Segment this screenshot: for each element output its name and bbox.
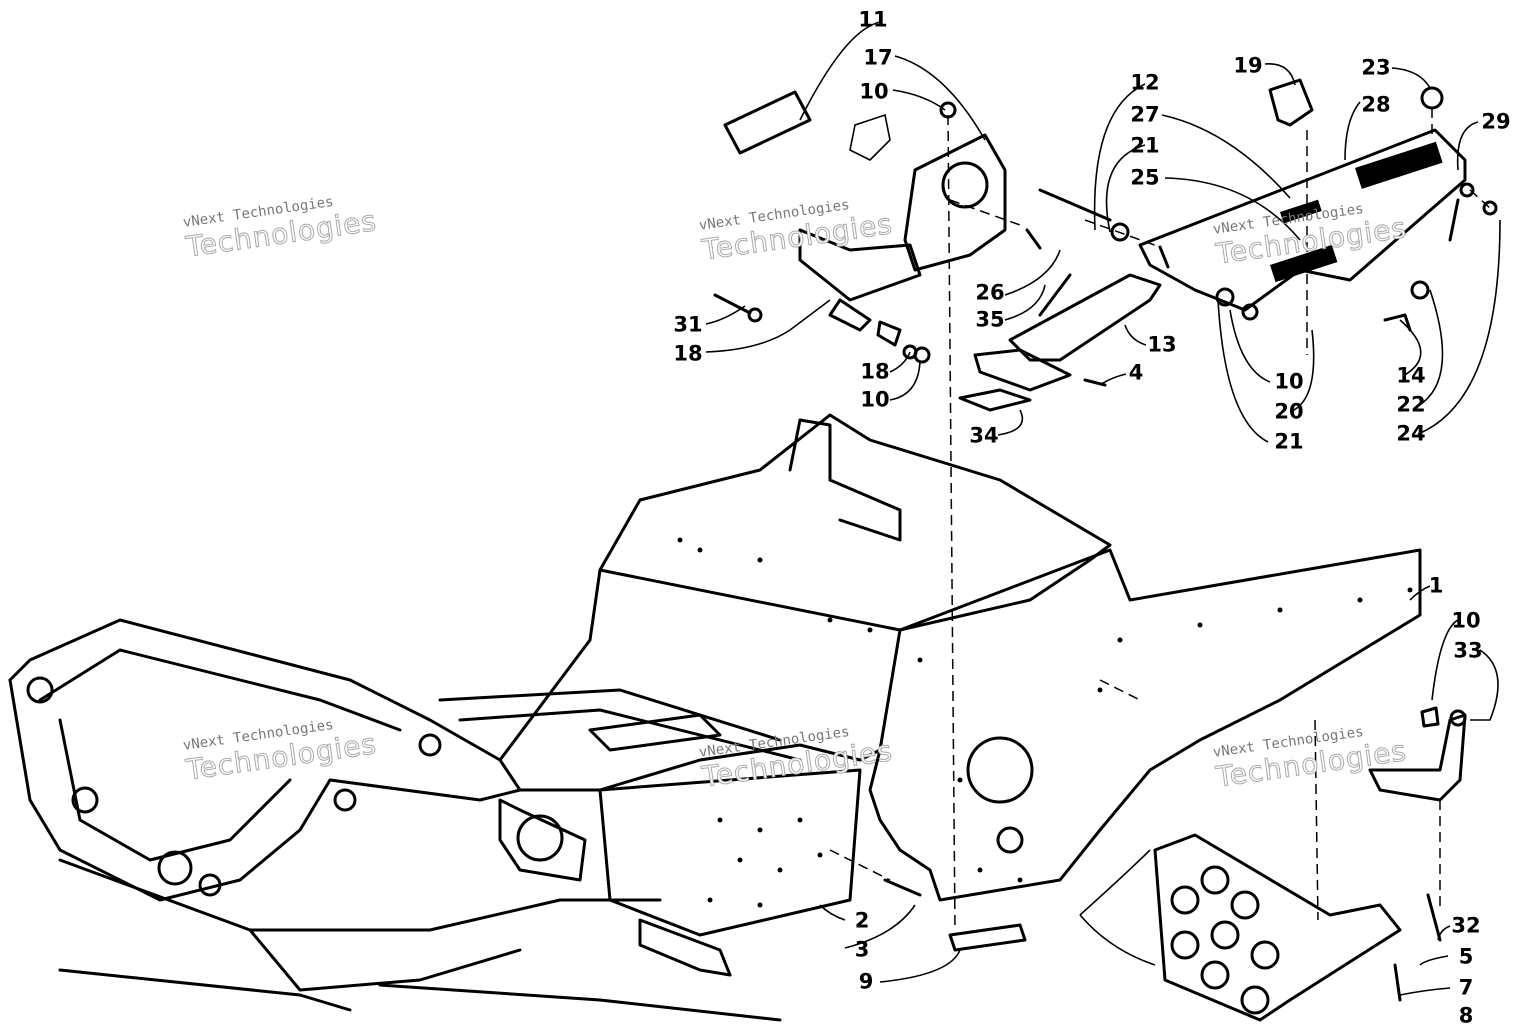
callout-28: 28 (1361, 92, 1391, 117)
bracket (958, 273, 1162, 412)
callout-31: 31 (673, 312, 703, 337)
chassis-frame (8, 413, 1422, 1022)
callout-35: 35 (975, 307, 1005, 332)
leader-lines (705, 21, 1501, 996)
callout-13: 13 (1147, 332, 1177, 357)
callout-23: 23 (1361, 55, 1391, 80)
crank-handle (1368, 706, 1467, 802)
callout-1: 1 (1428, 573, 1444, 598)
steering-post (798, 133, 1007, 332)
callout-9: 9 (858, 969, 874, 994)
callout-10: 10 (860, 387, 890, 412)
callout-32: 32 (1451, 913, 1481, 938)
assembly-lines (829, 108, 1491, 931)
callout-12: 12 (1130, 70, 1160, 95)
callout-34: 34 (969, 423, 999, 448)
callout-7: 7 (1458, 975, 1474, 1000)
callout-21: 21 (1130, 133, 1160, 158)
callout-25: 25 (1130, 165, 1160, 190)
callout-29: 29 (1481, 109, 1511, 134)
callout-33: 33 (1453, 638, 1483, 663)
callout-11: 11 (858, 7, 888, 32)
callout-8: 8 (1458, 1003, 1474, 1028)
callout-17: 17 (863, 45, 893, 70)
callout-10: 10 (1274, 369, 1304, 394)
callout-26: 26 (975, 280, 1005, 305)
rear-plate (1153, 833, 1402, 1022)
callout-24: 24 (1396, 421, 1426, 446)
callout-19: 19 (1233, 53, 1263, 78)
hardware (713, 78, 1498, 1002)
callout-10: 10 (859, 79, 889, 104)
callout-22: 22 (1396, 392, 1426, 417)
callout-2: 2 (854, 908, 870, 933)
callout-18: 18 (860, 359, 890, 384)
mounting-plate (723, 90, 891, 161)
callout-18: 18 (673, 341, 703, 366)
callout-10: 10 (1451, 608, 1481, 633)
callout-14: 14 (1396, 363, 1426, 388)
callout-4: 4 (1128, 360, 1144, 385)
callout-5: 5 (1458, 944, 1474, 969)
callout-27: 27 (1130, 102, 1160, 127)
console (1138, 128, 1467, 312)
callout-20: 20 (1274, 399, 1304, 424)
callout-21: 21 (1274, 429, 1304, 454)
callout-3: 3 (854, 937, 870, 962)
